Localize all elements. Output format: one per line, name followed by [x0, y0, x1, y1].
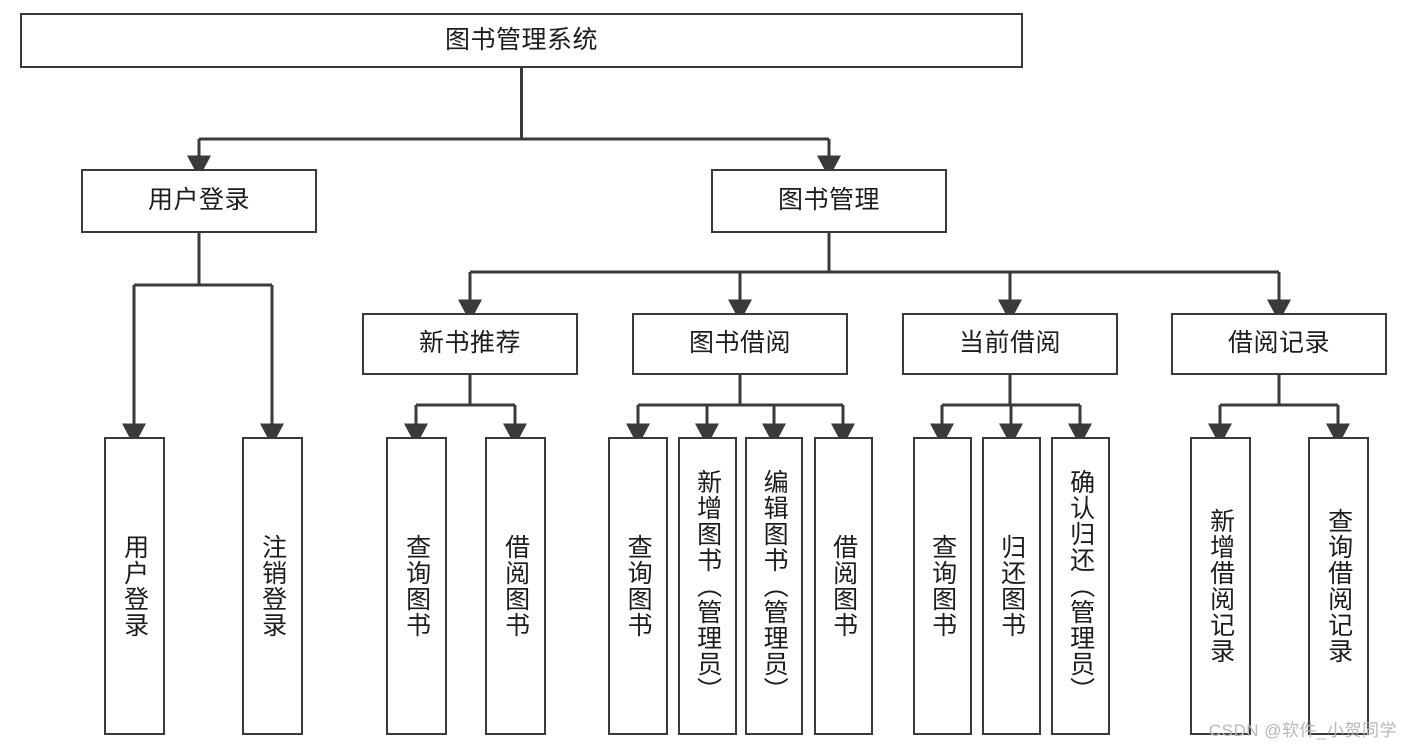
watermark-text: CSDN @软件_小贺同学: [1208, 721, 1397, 740]
node-new-book-recommend-label: 新书推荐: [418, 329, 521, 358]
node-book-management[interactable]: 图书管理: [711, 169, 947, 233]
node-leaf-query-borrow-record[interactable]: 查询借阅记录: [1308, 437, 1369, 735]
node-root-label: 图书管理系统: [444, 25, 598, 54]
node-leaf-confirm-return-admin[interactable]: 确认归还（管理员）: [1051, 437, 1110, 735]
node-leaf-logout-label: 注销登录: [258, 534, 287, 638]
node-leaf-confirm-return-admin-label: 确认归还（管理员）: [1066, 469, 1095, 703]
node-leaf-borrow-book-label: 借阅图书: [829, 534, 858, 638]
node-borrow-record-label: 借阅记录: [1227, 329, 1330, 358]
node-leaf-query-book-current-label: 查询图书: [928, 534, 957, 638]
node-leaf-query-book-borrow-label: 查询图书: [624, 534, 653, 638]
node-root[interactable]: 图书管理系统: [20, 13, 1023, 68]
node-borrow-record[interactable]: 借阅记录: [1171, 313, 1387, 375]
node-book-borrow-label: 图书借阅: [688, 329, 791, 358]
node-leaf-user-login[interactable]: 用户登录: [104, 437, 165, 735]
node-book-borrow[interactable]: 图书借阅: [632, 313, 848, 375]
node-leaf-query-borrow-record-label: 查询借阅记录: [1324, 508, 1353, 664]
node-leaf-add-borrow-record-label: 新增借阅记录: [1206, 508, 1235, 664]
node-user-login-label: 用户登录: [147, 186, 250, 215]
node-leaf-query-book-current[interactable]: 查询图书: [913, 437, 972, 735]
node-leaf-add-book-admin-label: 新增图书（管理员）: [693, 469, 722, 703]
node-leaf-edit-book-admin[interactable]: 编辑图书（管理员）: [745, 437, 803, 735]
node-leaf-edit-book-admin-label: 编辑图书（管理员）: [760, 469, 789, 703]
node-leaf-logout[interactable]: 注销登录: [242, 437, 303, 735]
node-book-management-label: 图书管理: [777, 186, 880, 215]
node-leaf-borrow-book-rec[interactable]: 借阅图书: [485, 437, 546, 735]
node-leaf-query-book-borrow[interactable]: 查询图书: [608, 437, 668, 735]
node-user-login[interactable]: 用户登录: [81, 169, 317, 233]
node-leaf-borrow-book-rec-label: 借阅图书: [501, 534, 530, 638]
node-leaf-return-book[interactable]: 归还图书: [982, 437, 1041, 735]
node-new-book-recommend[interactable]: 新书推荐: [362, 313, 578, 375]
node-leaf-return-book-label: 归还图书: [997, 534, 1026, 638]
node-leaf-add-book-admin[interactable]: 新增图书（管理员）: [678, 437, 737, 735]
node-leaf-query-book-rec[interactable]: 查询图书: [386, 437, 447, 735]
node-current-borrow-label: 当前借阅: [958, 329, 1061, 358]
node-current-borrow[interactable]: 当前借阅: [902, 313, 1118, 375]
node-leaf-query-book-rec-label: 查询图书: [402, 534, 431, 638]
node-leaf-borrow-book[interactable]: 借阅图书: [814, 437, 873, 735]
node-leaf-user-login-label: 用户登录: [120, 534, 149, 638]
node-leaf-add-borrow-record[interactable]: 新增借阅记录: [1190, 437, 1251, 735]
